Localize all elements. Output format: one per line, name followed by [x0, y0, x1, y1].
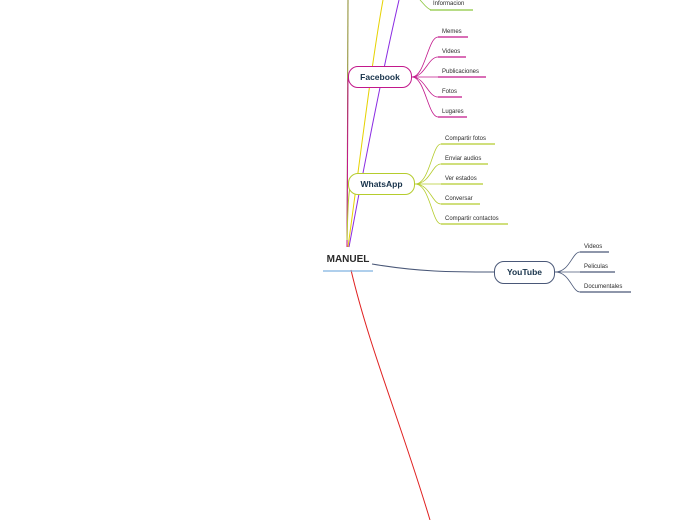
branch-red — [350, 269, 431, 520]
youtube-child-peliculas[interactable]: Peliculas — [584, 264, 609, 270]
youtube-child-documentales[interactable]: Documentales — [584, 284, 623, 290]
youtube-child-videos[interactable]: Videos — [584, 244, 603, 250]
whatsapp-connectors — [414, 143, 442, 225]
top-connector — [419, 0, 432, 11]
branch-purple — [348, 0, 400, 248]
youtube-connectors — [554, 251, 581, 293]
root-label: MANUEL — [326, 254, 370, 265]
whatsapp-child-compartir-contactos[interactable]: Compartir contactos — [445, 216, 499, 222]
branch-to-youtube — [371, 263, 496, 273]
topic-whatsapp-label: WhatsApp — [360, 179, 403, 189]
topic-whatsapp[interactable]: WhatsApp — [348, 173, 415, 195]
whatsapp-child-conversar[interactable]: Conversar — [445, 196, 473, 202]
topic-facebook[interactable]: Facebook — [348, 66, 412, 88]
topic-youtube[interactable]: YouTube — [494, 261, 555, 284]
topic-youtube-label: YouTube — [506, 267, 543, 277]
branch-yellow — [347, 0, 384, 248]
facebook-child-memes[interactable]: Memes — [442, 29, 462, 35]
top-child-0[interactable]: Informacion — [433, 1, 465, 7]
facebook-child-lugares[interactable]: Lugares — [442, 109, 464, 115]
youtube-child-underlines — [580, 251, 631, 293]
whatsapp-child-enviar-audios[interactable]: Enviar audios — [445, 156, 482, 162]
whatsapp-child-underlines — [441, 143, 508, 225]
root-topic[interactable]: MANUEL — [323, 254, 373, 265]
facebook-child-underlines — [438, 36, 486, 118]
facebook-child-fotos[interactable]: Fotos — [442, 89, 458, 95]
facebook-child-publicaciones[interactable]: Publicaciones — [442, 69, 480, 75]
topic-facebook-label: Facebook — [360, 72, 400, 82]
facebook-child-videos[interactable]: Videos — [442, 49, 461, 55]
whatsapp-child-compartir-fotos[interactable]: Compartir fotos — [445, 136, 487, 142]
whatsapp-child-ver-estados[interactable]: Ver estados — [445, 176, 477, 182]
facebook-connectors — [411, 36, 439, 118]
